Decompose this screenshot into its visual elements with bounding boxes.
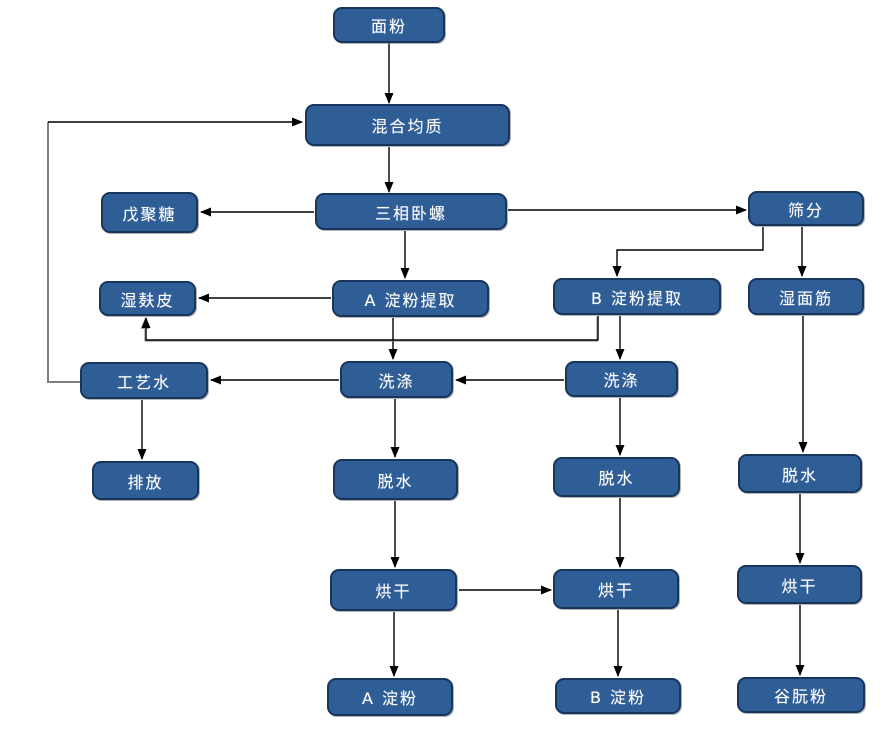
node-three-phase-decanter: 三相卧螺 <box>315 193 507 230</box>
node-washing-b: 洗涤 <box>565 361 678 397</box>
node-a-starch-extraction: A 淀粉提取 <box>332 280 489 317</box>
node-washing-a: 洗涤 <box>340 361 453 398</box>
edge-b-extraction-to-wet-bran <box>141 316 599 341</box>
node-flour: 面粉 <box>333 7 445 43</box>
node-pentosan: 戊聚糖 <box>101 192 198 233</box>
node-sieving: 筛分 <box>748 191 864 226</box>
node-dewatering-a: 脱水 <box>333 459 458 500</box>
node-mixing-homogenization: 混合均质 <box>305 104 510 146</box>
node-drying-a: 烘干 <box>330 569 457 611</box>
node-wet-gluten: 湿面筋 <box>748 278 864 315</box>
node-process-water: 工艺水 <box>80 362 208 399</box>
node-drying-b: 烘干 <box>553 569 679 609</box>
node-dewatering-b: 脱水 <box>553 457 680 497</box>
node-b-starch-extraction: B 淀粉提取 <box>553 278 721 315</box>
node-gluten-powder: 谷朊粉 <box>737 677 865 713</box>
node-a-starch: A 淀粉 <box>327 678 453 716</box>
node-wet-bran: 湿麸皮 <box>99 281 196 316</box>
node-b-starch: B 淀粉 <box>555 678 681 714</box>
node-discharge: 排放 <box>92 461 199 500</box>
node-dewatering-gluten: 脱水 <box>738 454 862 493</box>
node-drying-gluten: 烘干 <box>737 565 862 604</box>
edge-sieving-to-b-extraction <box>612 227 764 277</box>
edge-process-water-return-run <box>47 122 80 383</box>
